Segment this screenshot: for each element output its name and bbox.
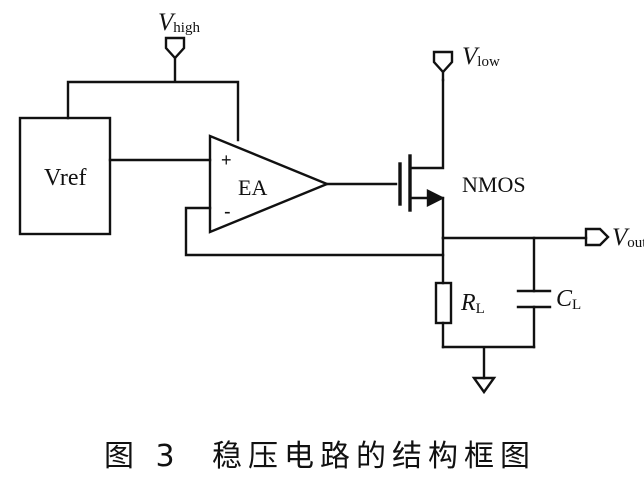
nmos-drain-source-leads [408, 78, 445, 240]
vlow-label: Vlow [462, 43, 500, 70]
vhigh-terminal [164, 36, 186, 60]
error-amplifier [208, 134, 331, 234]
rl-label: RL [460, 290, 485, 317]
vref-block [18, 116, 112, 236]
ground-icon [471, 376, 497, 395]
vhigh-wire [66, 56, 240, 142]
plus-sign: + [221, 150, 232, 170]
figure-number: 图 3 [104, 439, 181, 474]
load-capacitor [516, 289, 552, 309]
ea-label: EA [238, 175, 267, 200]
ground-rail [441, 345, 536, 380]
vhigh-label: Vhigh [158, 9, 200, 36]
cl-label: CL [556, 286, 581, 313]
feedback-wire [184, 206, 445, 257]
nmos-label: NMOS [462, 172, 526, 197]
vlow-terminal [432, 50, 454, 74]
figure-title: 稳压电路的结构框图 [212, 439, 536, 474]
vout-label: Vout [612, 224, 644, 251]
vref-label: Vref [44, 165, 87, 191]
minus-sign: - [224, 201, 231, 223]
nmos-arrow-icon [426, 189, 445, 207]
vout-terminal [584, 227, 610, 247]
load-resistor [434, 281, 453, 325]
